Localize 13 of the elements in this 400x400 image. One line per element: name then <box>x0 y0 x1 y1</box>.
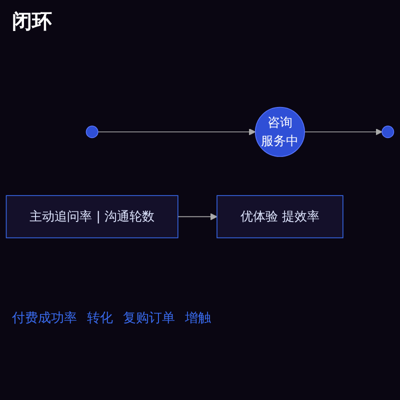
node-circle: 咨询 服务中 <box>254 107 305 158</box>
node-circle <box>382 126 394 139</box>
arrow <box>98 128 256 136</box>
metric-label: 转化 <box>87 310 113 327</box>
diagram-title: 闭环 <box>11 8 53 35</box>
node-box: 优体验 提效率 <box>216 196 344 239</box>
arrow <box>304 128 382 136</box>
metric-label: 付费成功率 <box>12 310 77 327</box>
metric-label: 复购订单 <box>123 310 175 327</box>
node-box: 主动追问率 | 沟通轮数 <box>6 196 178 239</box>
node-circle <box>86 126 98 139</box>
metric-label: 增触 <box>185 310 211 327</box>
arrow <box>178 214 218 221</box>
